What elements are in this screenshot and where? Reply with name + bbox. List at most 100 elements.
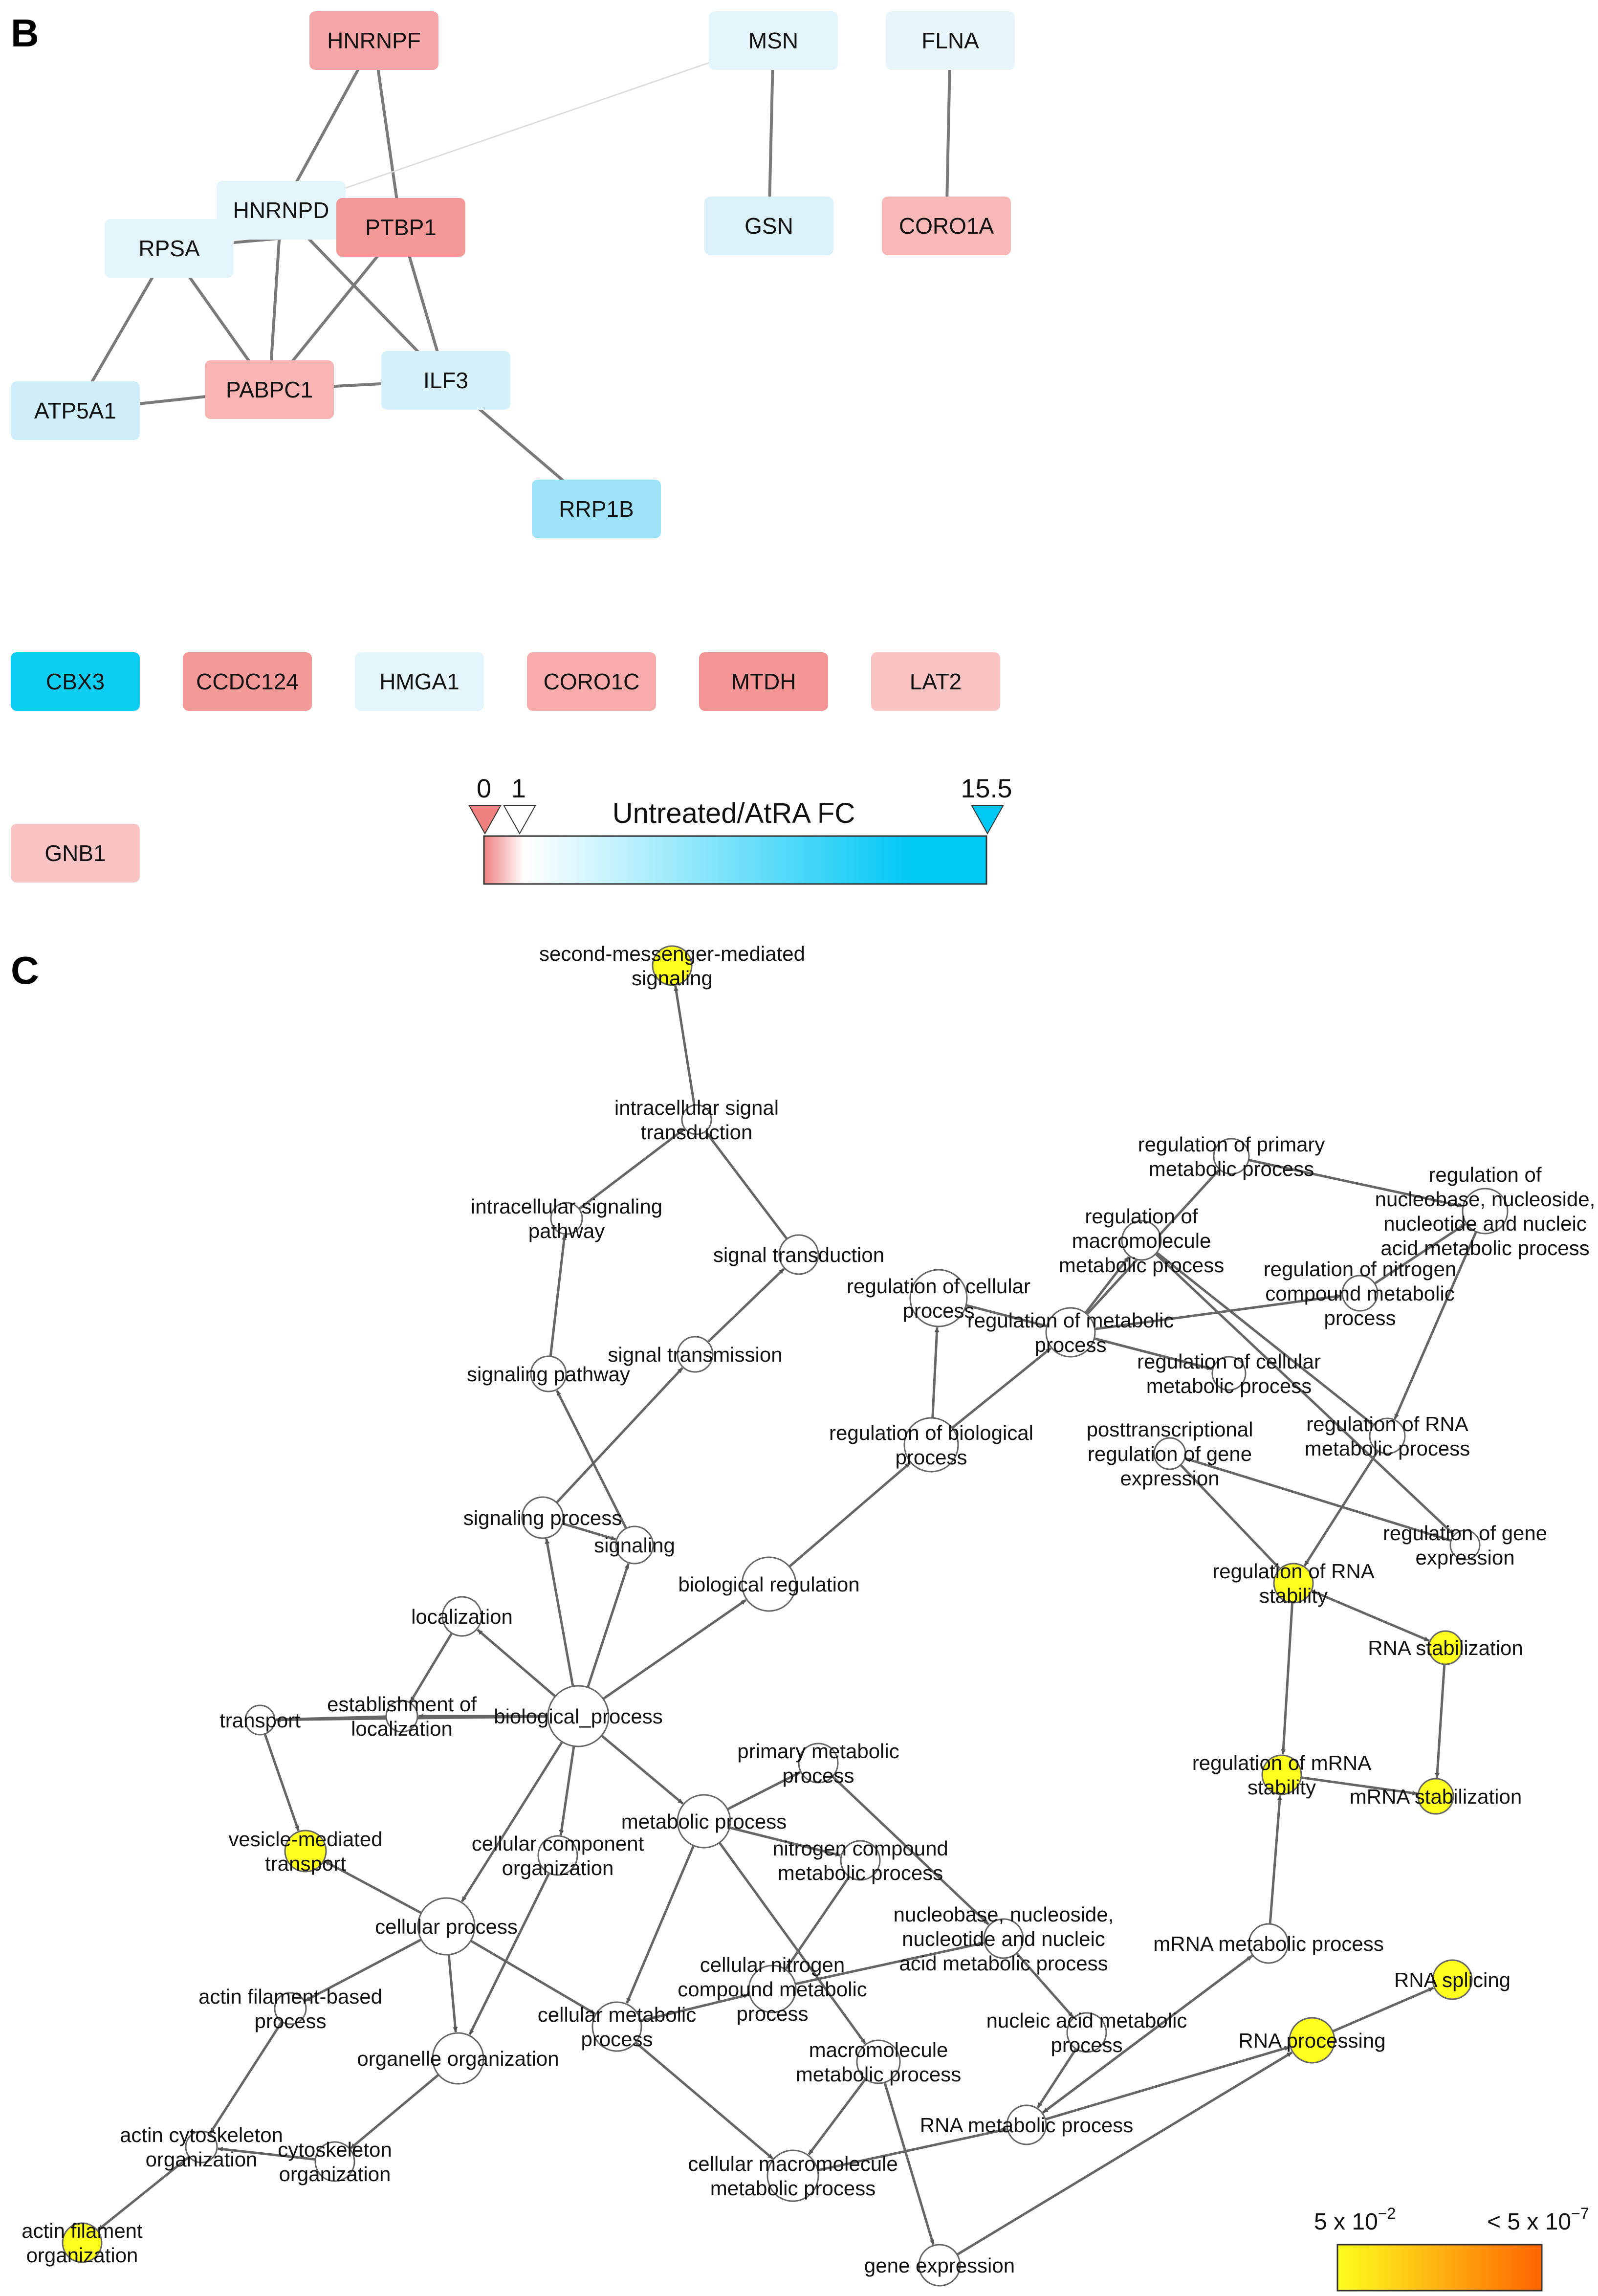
protein-node-mtdh[interactable]: MTDH <box>699 652 828 711</box>
go-term-node-rnamp[interactable] <box>1006 2104 1047 2145</box>
go-edge <box>635 2041 774 2160</box>
go-term-node-nacmp[interactable] <box>1066 2012 1107 2053</box>
go-term-node-mstab[interactable] <box>1417 1778 1454 1815</box>
go-term-node-bp[interactable] <box>547 1685 610 1747</box>
go-edge <box>587 1563 630 1688</box>
protein-node-hnrnpd[interactable]: HNRNPD <box>217 181 346 240</box>
protein-node-cbx3[interactable]: CBX3 <box>11 652 140 711</box>
go-term-node-rstab[interactable] <box>1428 1630 1463 1665</box>
go-edge <box>218 2146 316 2161</box>
protein-node-box <box>527 652 656 711</box>
ppi-edge <box>372 40 402 228</box>
go-term-node-cncmp[interactable] <box>748 1965 797 2013</box>
go-term-node-smms[interactable] <box>652 945 693 986</box>
go-term-node-isp[interactable] <box>550 1202 583 1235</box>
go-term-node-tr[interactable] <box>244 1704 276 1736</box>
go-term-node-afbp[interactable] <box>274 1992 307 2025</box>
protein-node-coro1c[interactable]: CORO1C <box>527 652 656 711</box>
go-term-node-rge[interactable] <box>1449 1529 1481 1561</box>
go-term-node-rncmp[interactable] <box>1341 1275 1379 1312</box>
protein-node-msn[interactable]: MSN <box>709 11 838 70</box>
go-term-node-pmp[interactable] <box>798 1743 839 1784</box>
protein-node-pabpc1[interactable]: PABPC1 <box>205 360 334 419</box>
go-term-node-rrs[interactable] <box>1273 1563 1314 1604</box>
go-term-node-afo[interactable] <box>62 2222 103 2263</box>
protein-node-ptbp1[interactable]: PTBP1 <box>336 198 465 257</box>
go-term-node-rbp[interactable] <box>903 1417 959 1473</box>
go-term-node-st[interactable] <box>778 1234 819 1275</box>
go-edge <box>718 1842 867 2045</box>
go-term-node-cco[interactable] <box>537 1835 578 1876</box>
protein-node-coro1a[interactable]: CORO1A <box>882 197 1011 255</box>
go-term-node-br[interactable] <box>741 1556 797 1612</box>
go-term-node-mmp[interactable] <box>1248 1923 1289 1964</box>
go-term-node-mp[interactable] <box>677 1794 731 1849</box>
protein-node-atp5a1[interactable]: ATP5A1 <box>11 381 140 440</box>
go-term-node-ccp[interactable] <box>417 1897 476 1956</box>
go-edge <box>1332 1987 1434 2033</box>
go-term-node-rpmp[interactable] <box>1213 1138 1250 1175</box>
protein-node-label: FLNA <box>921 28 979 53</box>
protein-node-box <box>11 381 140 440</box>
protein-node-ilf3[interactable]: ILF3 <box>381 351 510 410</box>
protein-node-hnrnpf[interactable]: HNRNPF <box>309 11 438 70</box>
go-term-node-aco[interactable] <box>185 2130 218 2164</box>
go-term-node-vmt[interactable] <box>284 1830 327 1873</box>
go-term-node-rnnn[interactable] <box>1462 1188 1509 1235</box>
go-term-node-rmmp[interactable] <box>1121 1220 1162 1261</box>
go-term-node-mmmp[interactable] <box>856 2039 901 2084</box>
go-term-node-loc[interactable] <box>441 1596 482 1637</box>
protein-node-flna[interactable]: FLNA <box>886 11 1015 70</box>
fc-color-bar <box>483 835 987 885</box>
go-term-node-ge[interactable] <box>918 2244 961 2287</box>
protein-node-hmga1[interactable]: HMGA1 <box>355 652 484 711</box>
go-term-node-sp[interactable] <box>530 1355 567 1392</box>
go-edge <box>1015 1952 1074 2018</box>
protein-node-gsn[interactable]: GSN <box>704 197 833 255</box>
go-edge <box>1435 1664 1446 1778</box>
go-term-node-rmp[interactable] <box>1045 1307 1096 1358</box>
protein-node-rpsa[interactable]: RPSA <box>105 219 234 278</box>
go-term-node-co[interactable] <box>314 2141 355 2182</box>
protein-node-lat2[interactable]: LAT2 <box>871 652 1000 711</box>
go-edge <box>1155 1253 1455 1535</box>
go-edge <box>625 1845 695 2004</box>
protein-node-label: CORO1A <box>899 213 994 239</box>
protein-node-gnb1[interactable]: GNB1 <box>11 824 140 883</box>
go-term-node-ptrg[interactable] <box>1153 1437 1186 1470</box>
go-term-node-oo[interactable] <box>432 2032 484 2085</box>
go-term-node-sig[interactable] <box>615 1525 654 1565</box>
fc-tick-max: 15.5 <box>961 774 1012 803</box>
go-term-node-rms[interactable] <box>1261 1754 1302 1795</box>
go-edge <box>1281 1602 1294 1755</box>
protein-node-box <box>105 219 234 278</box>
go-term-label: signal transduction <box>713 1243 884 1266</box>
go-edge <box>832 1775 990 1925</box>
go-term-node-rcp[interactable] <box>909 1269 968 1327</box>
go-term-node-rcmp[interactable] <box>1211 1356 1247 1391</box>
protein-node-ccdc124[interactable]: CCDC124 <box>183 652 312 711</box>
go-term-node-ncmp[interactable] <box>840 1840 881 1881</box>
go-term-node-rproc[interactable] <box>1289 2017 1335 2064</box>
go-term-node-cmp[interactable] <box>591 2001 642 2052</box>
go-term-node-nnnmp[interactable] <box>983 1918 1024 1959</box>
go-edge <box>209 2021 283 2134</box>
fc-triangle-max-icon <box>971 805 1004 835</box>
go-edge <box>1303 1450 1379 1567</box>
go-term-node-rrmp[interactable] <box>1369 1417 1406 1455</box>
go-term-node-spr[interactable] <box>521 1496 564 1539</box>
go-term-node-ist[interactable] <box>681 1104 712 1135</box>
go-term-node-eol[interactable] <box>385 1700 418 1733</box>
go-term-node-rspl[interactable] <box>1432 1959 1473 2000</box>
protein-node-rrp1b[interactable]: RRP1B <box>532 480 661 538</box>
go-term-node-stm[interactable] <box>677 1336 714 1373</box>
go-term-node-cmmp[interactable] <box>766 2149 819 2202</box>
fc-tick-min: 0 <box>477 774 491 803</box>
protein-node-box <box>871 652 1000 711</box>
